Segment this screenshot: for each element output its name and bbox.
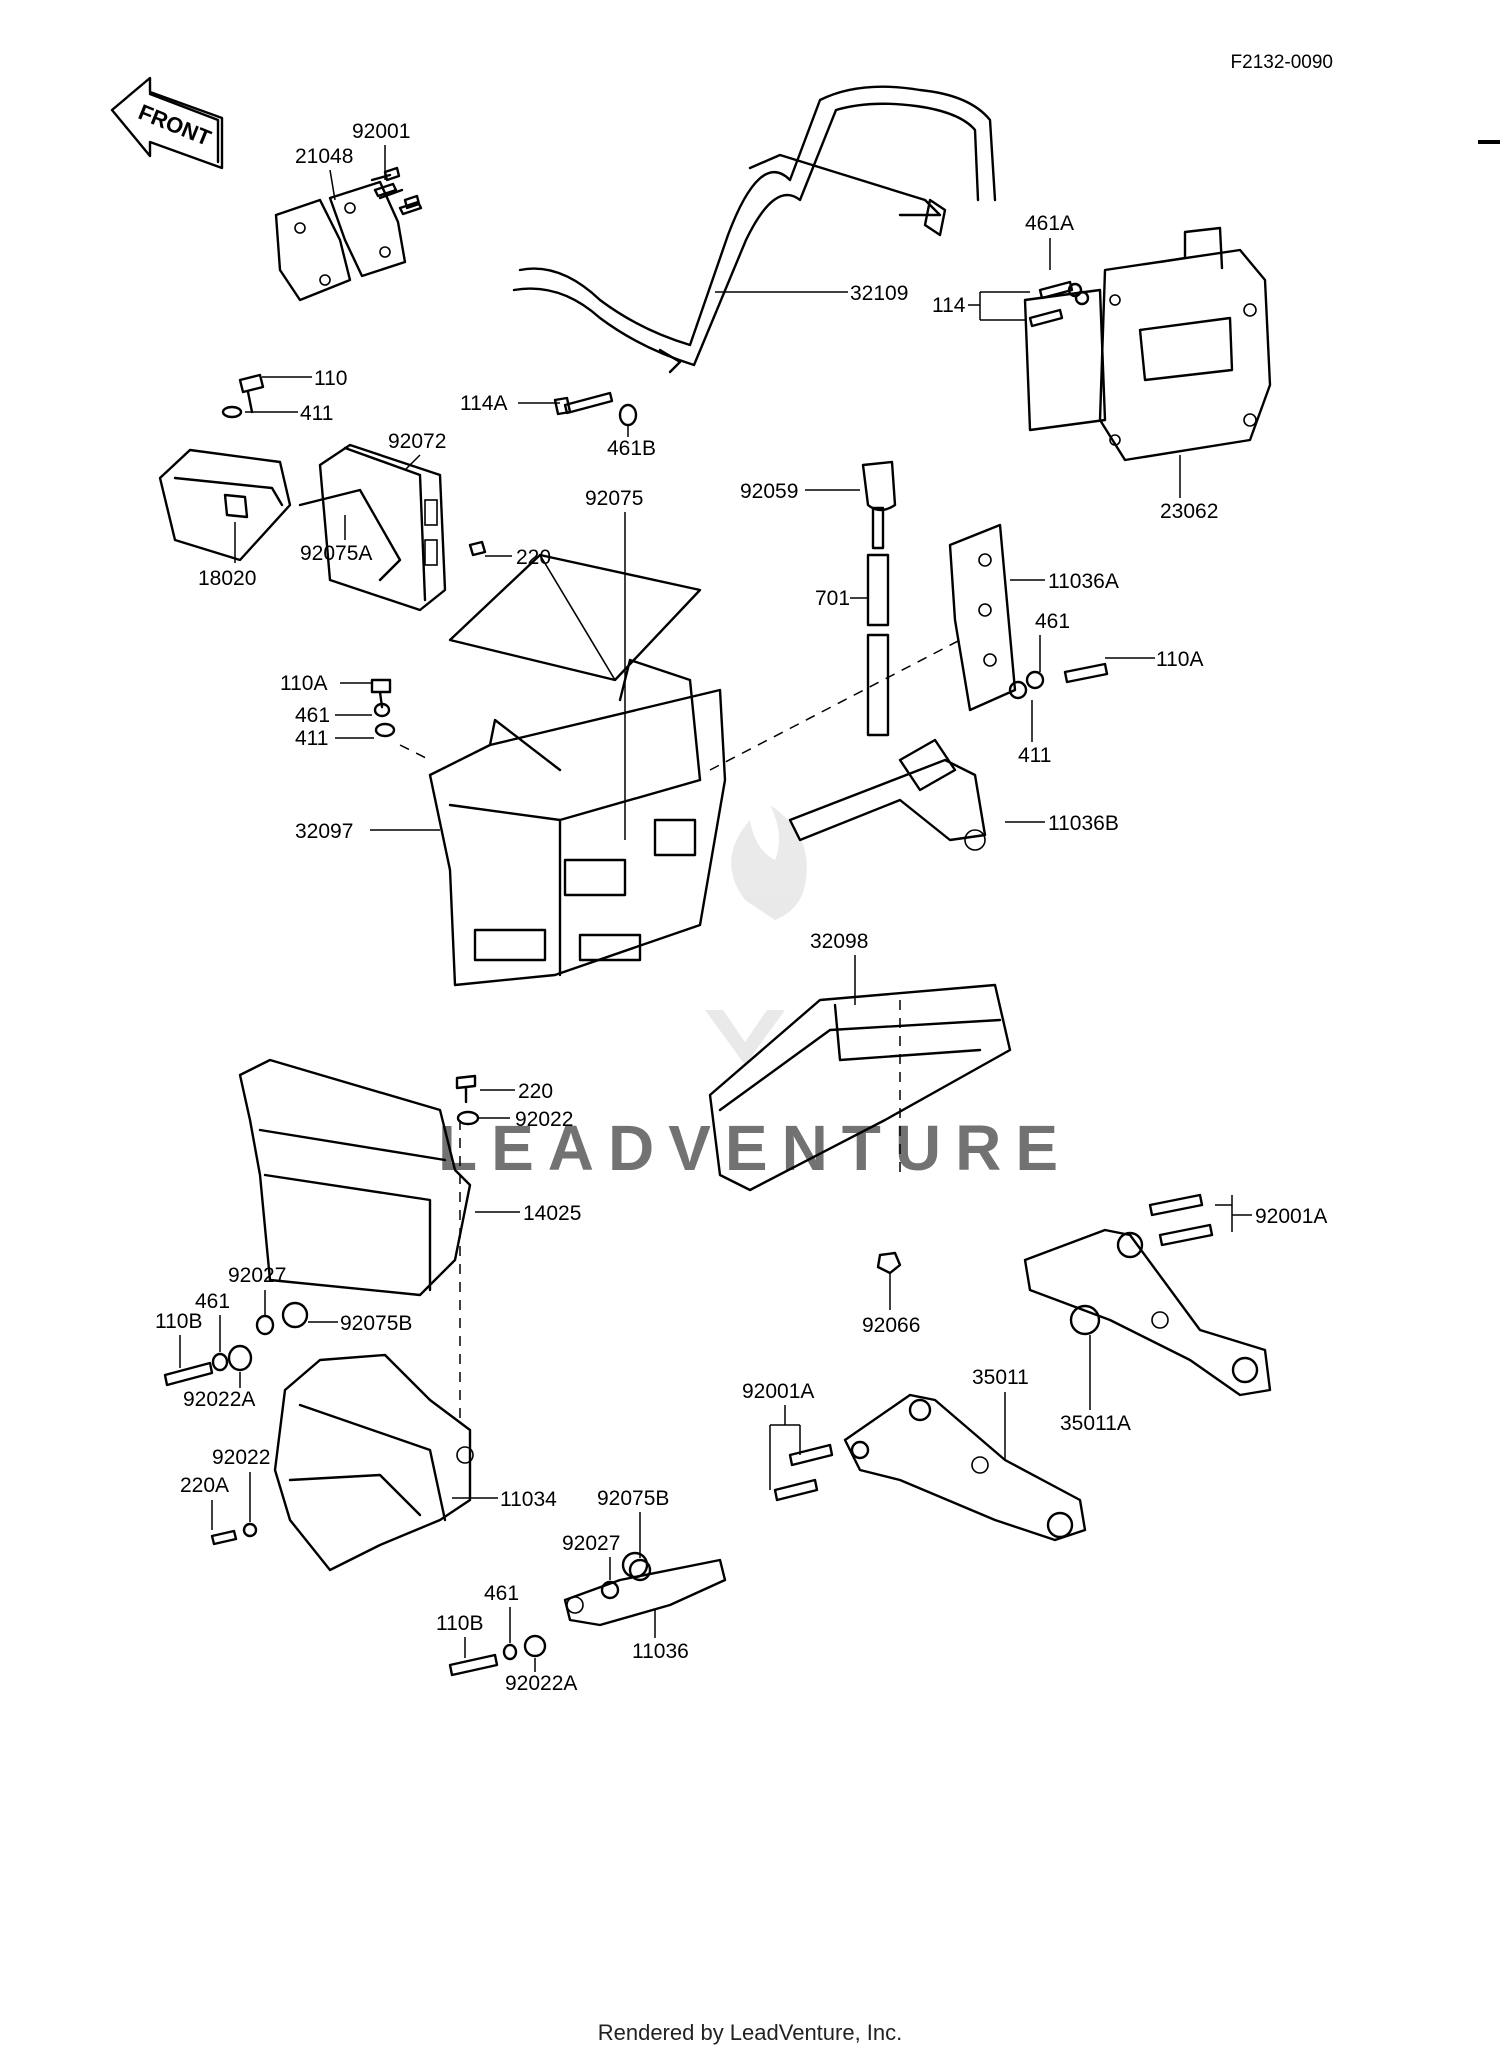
label-461A: 461A (1025, 212, 1074, 235)
bracket-plate-21048 (274, 166, 421, 302)
label-32097: 32097 (295, 820, 353, 843)
label-110: 110 (314, 367, 347, 390)
bracket-35011 (843, 1393, 1087, 1542)
bracket-35011A (1023, 1228, 1272, 1397)
label-461-bottom: 461 (484, 1582, 519, 1605)
cover-18020 (158, 448, 292, 562)
cover-14025 (238, 1058, 472, 1297)
front-arrow-label: FRONT (135, 99, 215, 151)
label-461-lower-left: 461 (195, 1290, 230, 1313)
label-114A: 114A (460, 392, 508, 415)
watermark: LEADVENTURE (438, 805, 1072, 1184)
label-92075: 92075 (585, 487, 643, 510)
bracket-11036A (948, 523, 1017, 712)
label-35011A: 35011A (1060, 1412, 1131, 1435)
label-220A: 220A (180, 1474, 229, 1497)
label-220-mid: 220 (518, 1080, 553, 1103)
label-23062: 23062 (1160, 500, 1218, 523)
tray-32098 (708, 983, 1012, 1192)
holder-92072 (298, 443, 447, 612)
bracket-plate-23062 (1023, 226, 1272, 462)
label-92022A-left: 92022A (183, 1388, 255, 1411)
cap-rod-92059-701 (861, 460, 897, 737)
label-92022A-bottom: 92022A (505, 1672, 577, 1695)
bracket-11036B (788, 738, 987, 851)
label-11036B: 11036B (1048, 812, 1119, 835)
label-461-left: 461 (295, 704, 330, 727)
label-18020: 18020 (198, 567, 256, 590)
watermark-text: LEADVENTURE (438, 1112, 1072, 1184)
label-14025: 14025 (523, 1202, 581, 1225)
bracket-11036 (563, 1551, 727, 1627)
label-21048: 21048 (295, 145, 353, 168)
footer-credit: Rendered by LeadVenture, Inc. (597, 2020, 903, 2045)
label-411-right: 411 (1018, 744, 1051, 767)
label-110A-left: 110A (280, 672, 328, 695)
label-92022-mid: 92022 (515, 1108, 573, 1131)
label-92072: 92072 (388, 430, 446, 453)
alignment-lines (399, 639, 961, 1420)
label-32098: 32098 (810, 930, 868, 953)
label-92001A-right: 92001A (1255, 1205, 1327, 1228)
battery-case-32097 (428, 658, 727, 987)
label-110B-bottom: 110B (436, 1612, 484, 1635)
label-461B: 461B (607, 437, 656, 460)
label-92022-lower: 92022 (212, 1446, 270, 1469)
label-92075A: 92075A (300, 542, 372, 565)
label-92027-left: 92027 (228, 1264, 286, 1287)
label-411-left: 411 (295, 727, 328, 750)
label-220-top: 220 (516, 546, 551, 569)
label-114: 114 (932, 294, 966, 317)
label-32109: 32109 (850, 282, 908, 305)
doc-code: F2132-0090 (1231, 52, 1333, 73)
label-92059: 92059 (740, 480, 798, 503)
fasteners (163, 182, 1214, 1677)
label-11036: 11036 (632, 1640, 689, 1663)
label-461-right: 461 (1035, 610, 1070, 633)
label-110B-left: 110B (155, 1310, 203, 1333)
bracket-11034 (273, 1353, 474, 1572)
label-411-top: 411 (300, 402, 333, 425)
front-arrow-icon: FRONT (110, 76, 224, 170)
label-110A-right: 110A (1156, 648, 1204, 671)
label-92027-lower: 92027 (562, 1532, 620, 1555)
label-92001: 92001 (352, 120, 410, 143)
label-701: 701 (815, 587, 850, 610)
label-92066: 92066 (862, 1314, 920, 1337)
pad-92075 (448, 553, 702, 682)
label-35011: 35011 (972, 1366, 1029, 1389)
label-92075B-left: 92075B (340, 1312, 412, 1335)
label-11034: 11034 (500, 1488, 557, 1511)
label-92075B-lower: 92075B (597, 1487, 669, 1510)
label-11036A: 11036A (1048, 570, 1119, 593)
frame-bar-32109 (512, 85, 997, 374)
labels: 92001 21048 32109 461A 114 110 411 114A … (155, 120, 1327, 1695)
label-92001A-left: 92001A (742, 1380, 814, 1403)
